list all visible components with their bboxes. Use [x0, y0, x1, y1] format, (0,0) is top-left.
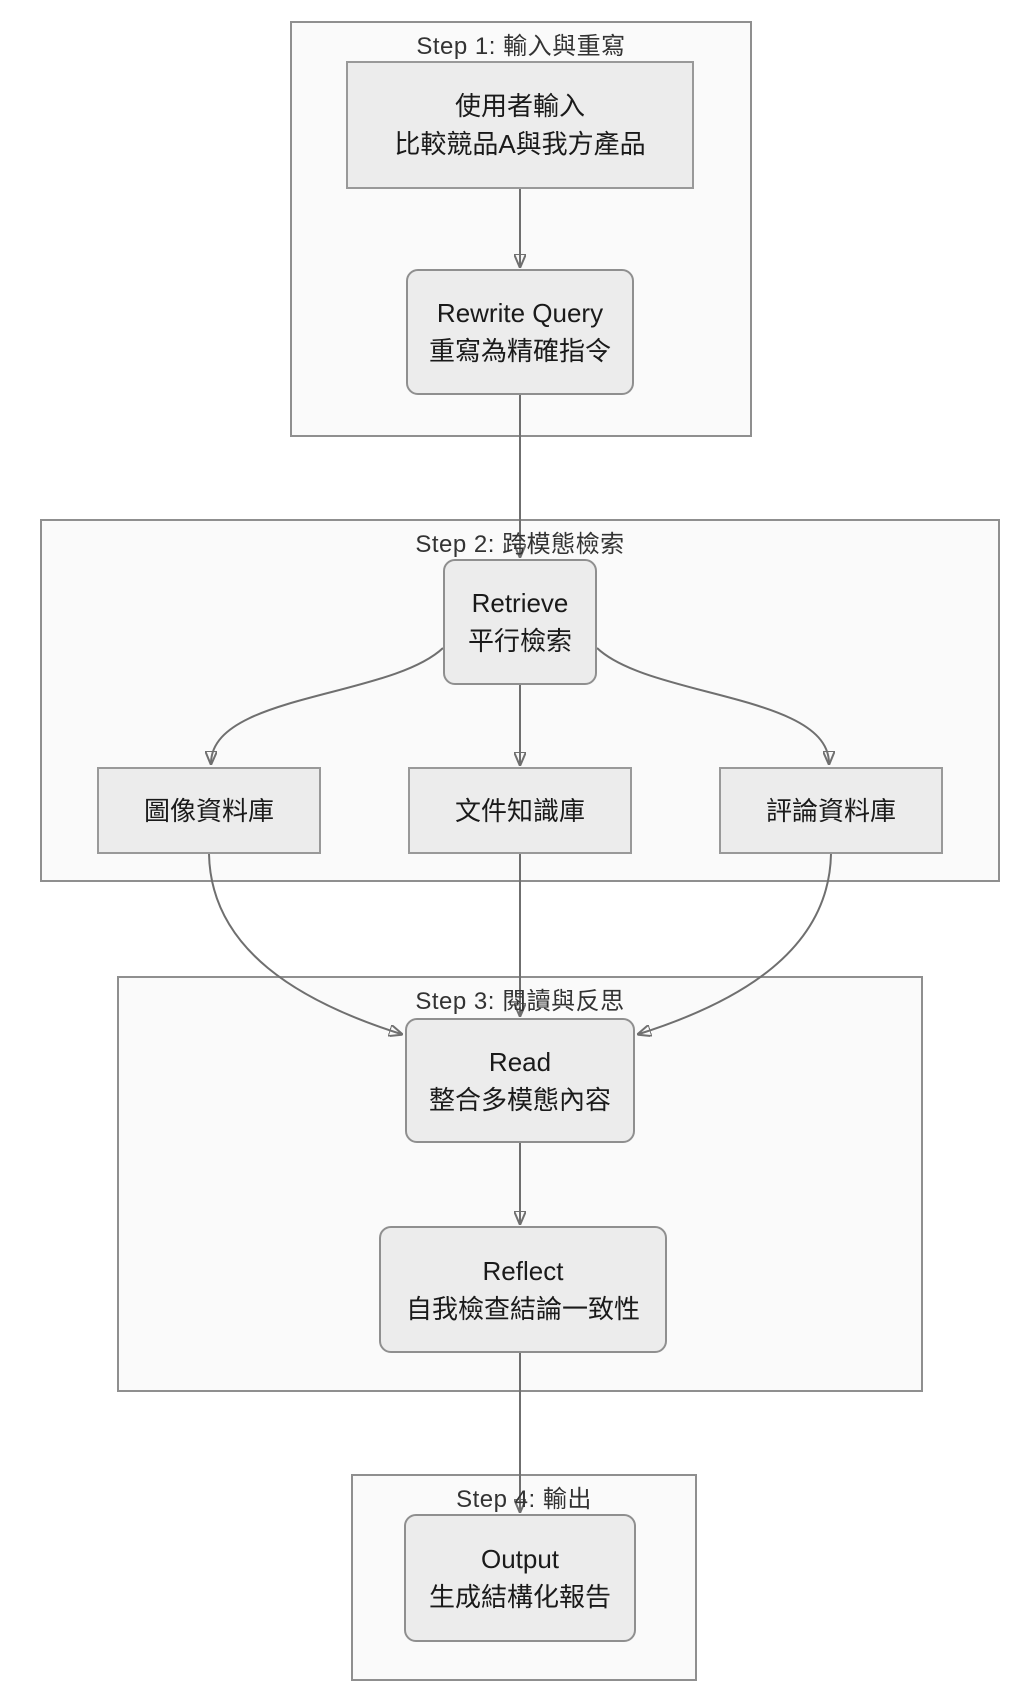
node-read: Read 整合多模態內容	[405, 1018, 635, 1143]
node-retrieve: Retrieve 平行檢索	[443, 559, 597, 685]
node-document-knowledge-base-label: 文件知識庫	[454, 795, 585, 826]
node-reflect: Reflect 自我檢查結論一致性	[379, 1226, 667, 1353]
node-rewrite-query-label-zh: 重寫為精確指令	[428, 336, 611, 366]
node-image-database-label: 圖像資料庫	[143, 795, 274, 826]
node-document-knowledge-base: 文件知識庫	[408, 767, 632, 854]
node-output: Output 生成結構化報告	[404, 1514, 636, 1642]
node-reflect-label-zh: 自我檢查結論一致性	[405, 1293, 640, 1324]
edge-review-db-to-read	[639, 853, 832, 1034]
edge-retrieve-to-review-db	[596, 647, 829, 763]
node-image-database: 圖像資料庫	[97, 767, 321, 854]
node-user-input: 使用者輸入 比較競品A與我方產品	[346, 61, 694, 189]
node-user-input-label-line2: 比較競品A與我方產品	[394, 129, 646, 159]
edge-image-db-to-read	[208, 853, 401, 1034]
node-reflect-label-en: Reflect	[482, 1255, 564, 1286]
step1-title: Step 1: 輸入與重寫	[416, 33, 626, 60]
step4-title: Step 4: 輸出	[456, 1486, 592, 1513]
step3-title: Step 3: 閱讀與反思	[415, 988, 625, 1015]
node-rewrite-query-label-en: Rewrite Query	[436, 298, 604, 328]
edge-retrieve-to-image-db	[211, 647, 444, 763]
node-rewrite-query: Rewrite Query 重寫為精確指令	[406, 269, 634, 395]
node-output-label-en: Output	[480, 1544, 560, 1574]
node-review-database: 評論資料庫	[719, 767, 943, 854]
step2-title: Step 2: 跨模態檢索	[415, 531, 625, 558]
node-read-label-zh: 整合多模態內容	[428, 1084, 611, 1115]
node-user-input-label-line1: 使用者輸入	[454, 91, 585, 121]
node-read-label-en: Read	[488, 1046, 552, 1077]
node-review-database-label: 評論資料庫	[765, 795, 896, 826]
node-retrieve-label-zh: 平行檢索	[467, 626, 572, 656]
node-retrieve-label-en: Retrieve	[471, 588, 569, 618]
node-output-label-zh: 生成結構化報告	[428, 1582, 611, 1612]
